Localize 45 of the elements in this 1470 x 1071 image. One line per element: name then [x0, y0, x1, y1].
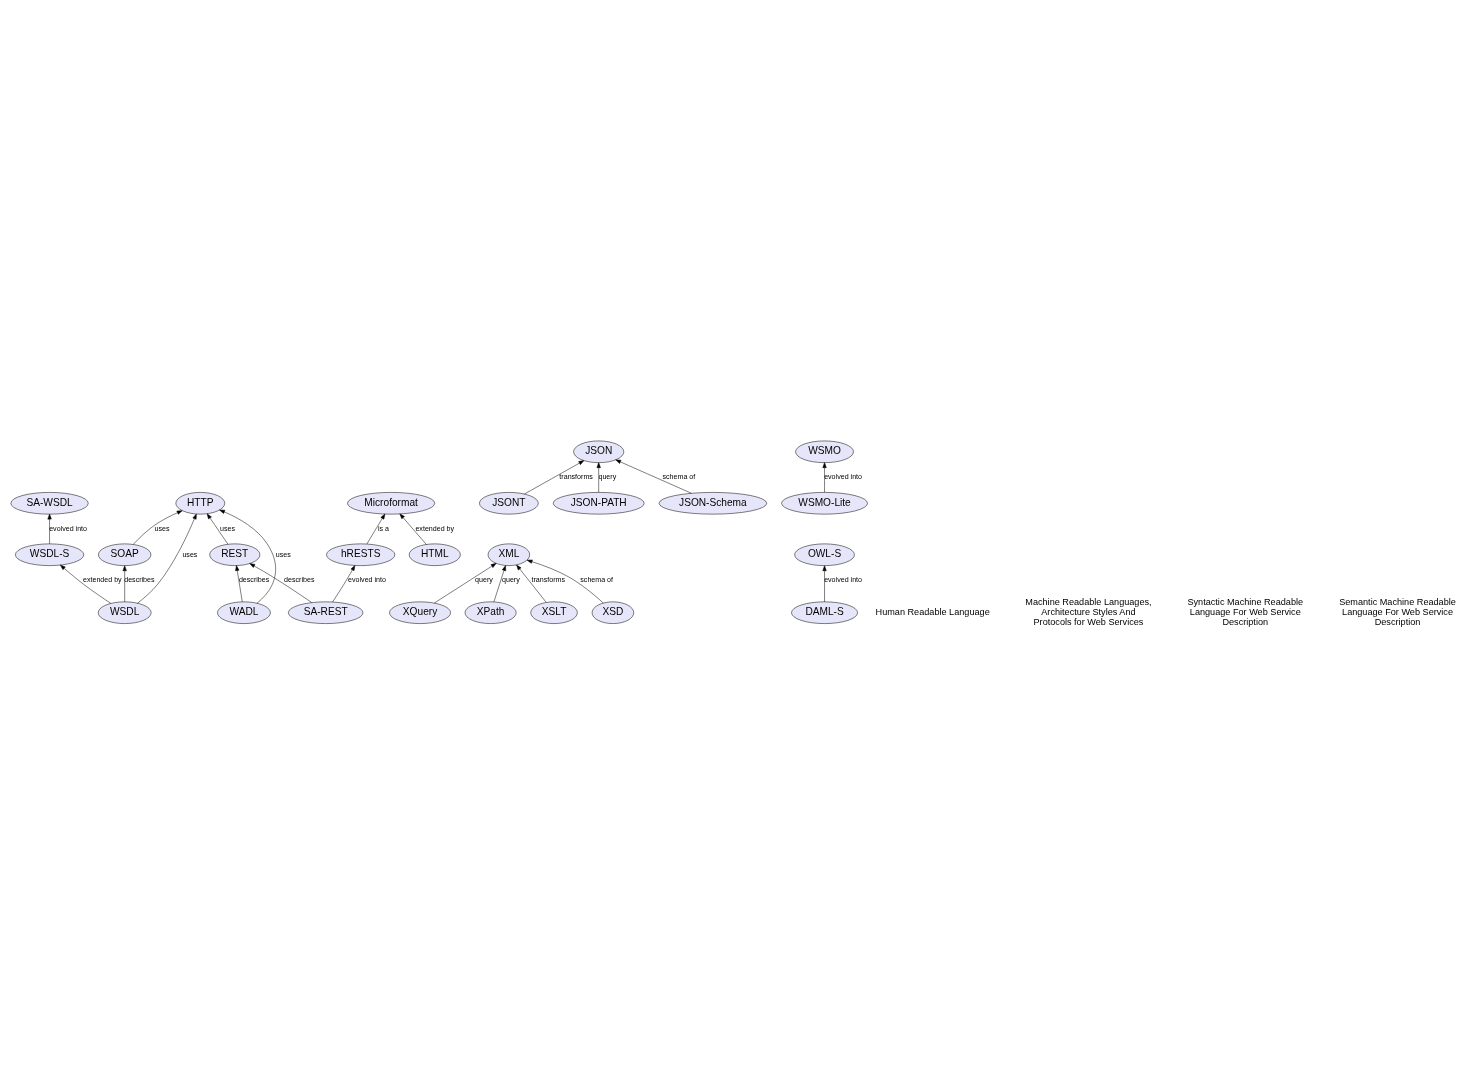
arrow — [332, 565, 356, 603]
arrow — [399, 513, 427, 545]
node-ellipse: XPath — [464, 601, 517, 624]
node-ellipse: Microformat — [347, 492, 436, 515]
node-ellipse: JSONT — [479, 492, 539, 515]
arrow — [516, 564, 547, 603]
arrow — [615, 459, 692, 494]
arrow — [493, 565, 506, 603]
node-ellipse: SA-REST — [288, 601, 364, 624]
node-ellipse: WSMO — [795, 440, 854, 463]
arrow — [526, 559, 604, 604]
node-ellipse: WSDL-S — [15, 543, 84, 566]
arrow — [137, 513, 197, 604]
node-ellipse: JSON-Schema — [658, 492, 767, 515]
arrow — [206, 513, 229, 545]
arrow — [434, 563, 497, 604]
arrow — [366, 513, 386, 545]
node-ellipse: DAML-S — [791, 601, 858, 624]
node-ellipse: XSD — [591, 601, 634, 624]
node-ellipse: XSLT — [530, 601, 578, 624]
arrow — [596, 462, 601, 493]
node-ellipse: XQuery — [389, 601, 451, 624]
label: Semantic Machine Readable Language For Web Service Description — [1339, 596, 1456, 628]
arrow — [822, 565, 827, 603]
arrow — [47, 513, 52, 545]
arrow — [132, 510, 183, 545]
node-ellipse: JSON-PATH — [552, 492, 645, 515]
arrow — [524, 460, 585, 495]
node-ellipse: OWL-S — [794, 543, 855, 566]
node-ellipse: WSMO-Lite — [781, 492, 868, 515]
arrow — [122, 565, 127, 603]
node-ellipse: hRESTS — [326, 543, 396, 566]
node-ellipse: WSDL — [97, 601, 152, 624]
node-ellipse: SOAP — [98, 543, 152, 566]
node-ellipse: WADL — [217, 601, 271, 624]
arrow — [249, 563, 313, 603]
node-ellipse: HTML — [408, 543, 461, 566]
arrow — [822, 462, 827, 493]
label: Human Readable Language — [875, 606, 990, 617]
label: Syntactic Machine Readable Language For Web Service Description — [1187, 596, 1304, 628]
label: Machine Readable Languages, Architecture Styles And Protocols for Web Services — [1025, 596, 1152, 628]
node-ellipse: SA-WSDL — [10, 492, 89, 515]
arrow — [219, 509, 276, 604]
arrow — [235, 565, 243, 603]
arrow — [60, 564, 112, 604]
